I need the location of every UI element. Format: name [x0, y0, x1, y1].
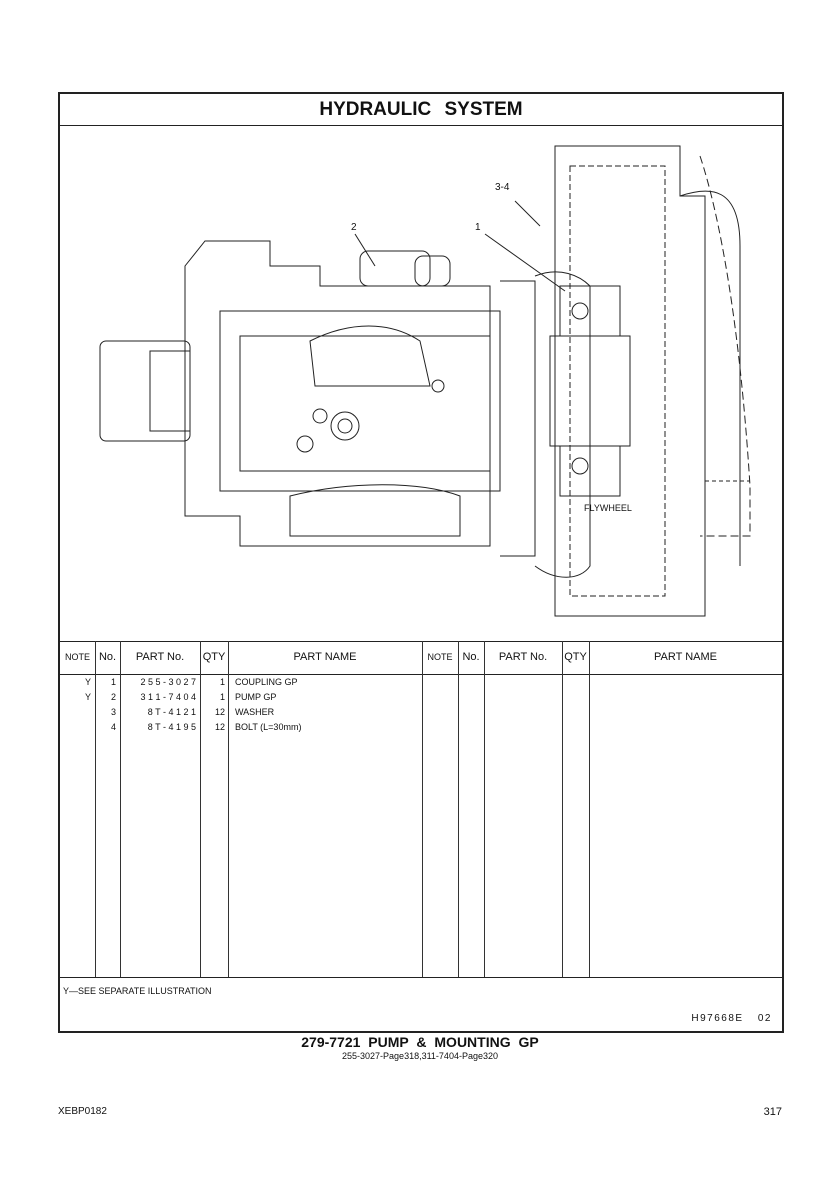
col-divider — [422, 641, 423, 977]
row-qty: 1 — [219, 677, 225, 687]
callout-3-4: 3-4 — [495, 182, 510, 193]
table-header — [60, 641, 782, 675]
row-part-name: COUPLING GP — [235, 677, 298, 687]
col-divider — [120, 641, 121, 977]
row-part-name: PUMP GP — [235, 692, 277, 702]
row-note: Y — [84, 692, 91, 702]
illustration-code: H97668E 02 — [691, 1013, 772, 1024]
parts-frame: HYDRAULIC SYSTEM — [58, 92, 784, 1033]
header-note-2: NOTE — [427, 652, 453, 662]
header-no-2: No. — [462, 651, 480, 663]
col-divider — [589, 641, 590, 977]
flywheel-label: FLYWHEEL — [584, 503, 632, 513]
row-qty: 12 — [214, 707, 225, 717]
row-no: 4 — [110, 722, 116, 732]
header-part-name: PART NAME — [293, 651, 357, 663]
header-no: No. — [98, 651, 117, 663]
col-divider — [200, 641, 201, 977]
notes-section: Y—SEE SEPARATE ILLUSTRATION H97668E 02 — [60, 977, 782, 1032]
header-note: NOTE — [64, 652, 90, 662]
row-note: Y — [84, 677, 91, 687]
document-id: XEBP0182 — [58, 1106, 107, 1117]
row-part-no: 2 5 5 - 3 0 2 7 — [140, 677, 196, 687]
footnote: Y—SEE SEPARATE ILLUSTRATION — [63, 986, 212, 996]
row-qty: 1 — [219, 692, 225, 702]
assembly-caption: 279-7721 PUMP & MOUNTING GP — [301, 1034, 539, 1050]
col-divider — [562, 641, 563, 977]
col-divider — [484, 641, 485, 977]
leader-lines — [354, 200, 566, 292]
row-part-name: WASHER — [235, 707, 275, 717]
col-divider — [228, 641, 229, 977]
header-part-no-2: PART No. — [498, 651, 548, 663]
header-part-name-2: PART NAME — [654, 651, 717, 663]
pump-illustration: 2 1 3-4 FLYWHEEL — [99, 145, 751, 617]
row-part-no: 8 T - 4 1 2 1 — [147, 707, 196, 717]
header-part-no: PART No. — [135, 651, 185, 663]
page-title: HYDRAULIC SYSTEM — [60, 94, 782, 126]
callout-2: 2 — [351, 222, 357, 233]
row-qty: 12 — [214, 722, 225, 732]
row-part-name: BOLT (L=30mm) — [235, 722, 302, 732]
row-no: 2 — [110, 692, 116, 702]
col-divider — [458, 641, 459, 977]
callout-1: 1 — [475, 222, 481, 233]
page-number: 317 — [763, 1106, 782, 1118]
header-qty-2: QTY — [564, 651, 587, 663]
row-part-no: 8 T - 4 1 9 5 — [147, 722, 196, 732]
header-qty: QTY — [202, 651, 226, 663]
row-no: 1 — [110, 677, 116, 687]
page-references: 255-3027-Page318,311-7404-Page320 — [342, 1051, 498, 1061]
pump-drawing — [99, 145, 751, 617]
row-part-no: 3 1 1 - 7 4 0 4 — [140, 692, 196, 702]
col-divider — [95, 641, 96, 977]
row-no: 3 — [110, 707, 116, 717]
